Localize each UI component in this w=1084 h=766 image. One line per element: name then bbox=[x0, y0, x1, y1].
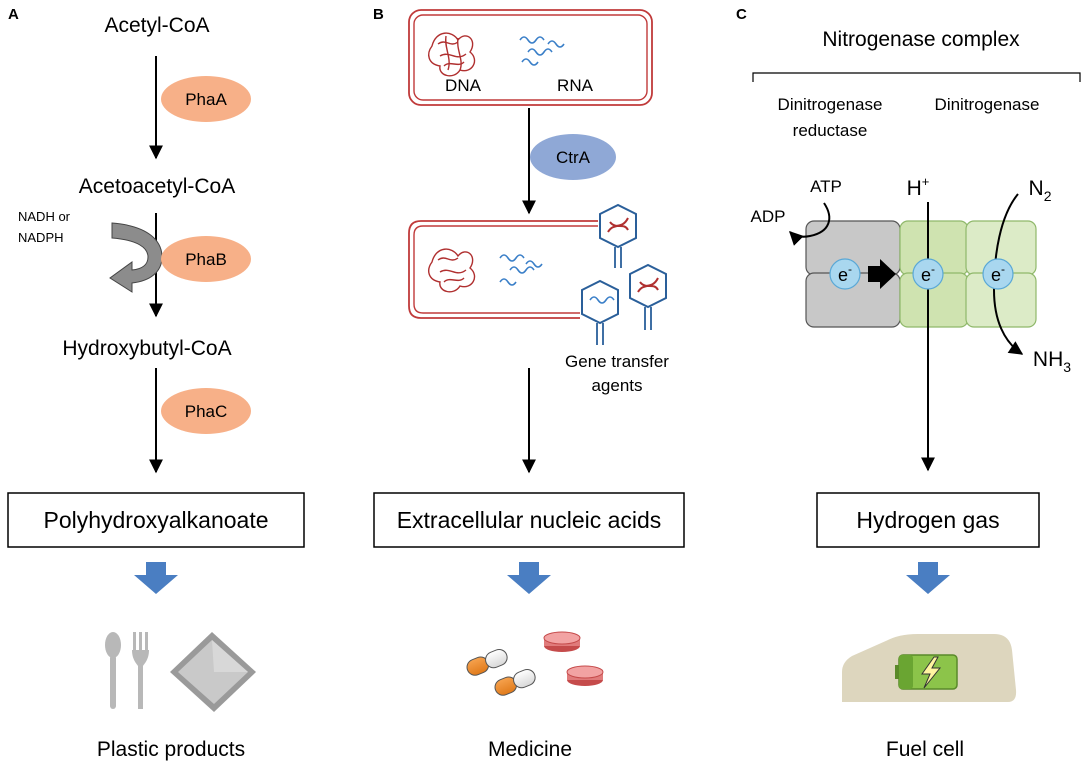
gta-particle-1 bbox=[599, 203, 637, 268]
product-box-a bbox=[7, 492, 305, 548]
gta-label-line1: Gene transfer bbox=[565, 352, 669, 371]
product-box-b bbox=[373, 492, 685, 548]
capsule-icon bbox=[466, 649, 508, 676]
nh3-label: NH3 bbox=[1033, 348, 1071, 375]
application-a-label: Plastic products bbox=[97, 738, 245, 761]
panel-c: C Nitrogenase complex Dinitrogenase redu… bbox=[736, 6, 1081, 761]
reductase-label-line2: reductase bbox=[793, 121, 868, 140]
cell-top-outer bbox=[408, 9, 653, 106]
nitrogenase-bracket bbox=[752, 72, 1081, 82]
result-arrow-c bbox=[906, 562, 950, 594]
h-plus-label: H+ bbox=[907, 174, 930, 200]
rna-icon bbox=[519, 36, 565, 66]
gta-particle-2 bbox=[581, 279, 619, 345]
panel-a: A Acetyl-CoA PhaA Acetoacetyl-CoA PhaB N… bbox=[7, 6, 305, 761]
fork-icon bbox=[132, 632, 149, 709]
electron-transfer-arrow bbox=[868, 259, 896, 289]
rna-label: RNA bbox=[557, 76, 594, 95]
gta-particle-3 bbox=[629, 263, 667, 330]
panel-c-label: C bbox=[736, 6, 747, 23]
adp-label: ADP bbox=[751, 207, 786, 226]
atp-label: ATP bbox=[810, 177, 842, 196]
cofactor-curved-arrow bbox=[109, 222, 163, 293]
application-c-label: Fuel cell bbox=[886, 738, 964, 761]
n2-label: N2 bbox=[1029, 177, 1052, 204]
enzyme-phac bbox=[161, 388, 251, 434]
result-arrow-a bbox=[134, 562, 178, 594]
rna-icon-2 bbox=[499, 254, 543, 286]
nitrogenase-title: Nitrogenase complex bbox=[822, 28, 1020, 51]
capsule-icon-2 bbox=[494, 669, 536, 696]
cell-bottom-inner bbox=[413, 225, 598, 314]
enzyme-phac-label: PhaC bbox=[185, 402, 228, 421]
compound-acetyl-coa: Acetyl-CoA bbox=[104, 14, 209, 37]
product-b-label: Extracellular nucleic acids bbox=[397, 507, 662, 533]
n2-nh3-arrow bbox=[992, 193, 1024, 355]
regulator-ctra bbox=[530, 134, 616, 180]
tablet-icon bbox=[543, 631, 581, 652]
svg-text:e-: e- bbox=[838, 262, 852, 285]
dna-label: DNA bbox=[445, 76, 482, 95]
panel-b: B DNA RNA CtrA bbox=[373, 6, 685, 761]
panel-b-label: B bbox=[373, 6, 384, 23]
reductase-label-line1: Dinitrogenase bbox=[778, 95, 883, 114]
electron-3: e- bbox=[982, 258, 1014, 290]
compound-hydroxybutyl-coa: Hydroxybutyl-CoA bbox=[62, 337, 231, 360]
svg-text:e-: e- bbox=[921, 262, 935, 285]
regulator-ctra-label: CtrA bbox=[556, 148, 591, 167]
product-c-label: Hydrogen gas bbox=[856, 507, 999, 533]
panel-a-label: A bbox=[8, 6, 19, 23]
enzyme-phab bbox=[161, 236, 251, 282]
application-b-label: Medicine bbox=[488, 738, 572, 761]
electron-2: e- bbox=[912, 258, 944, 290]
cell-top-inner bbox=[413, 14, 648, 101]
cell-bottom-outer bbox=[408, 220, 598, 319]
reductase-block bbox=[805, 220, 901, 328]
spoon-icon bbox=[105, 632, 121, 709]
lightning-icon bbox=[921, 656, 942, 689]
enzyme-phaa-label: PhaA bbox=[185, 90, 227, 109]
result-arrow-b bbox=[507, 562, 551, 594]
dna-icon bbox=[428, 32, 476, 77]
plastic-tray-icon bbox=[170, 632, 256, 712]
gta-label-line2: agents bbox=[591, 376, 642, 395]
product-a-label: Polyhydroxyalkanoate bbox=[43, 507, 268, 533]
dinitrogenase-label: Dinitrogenase bbox=[935, 95, 1040, 114]
dinitrogenase-block bbox=[899, 220, 1037, 328]
compound-acetoacetyl-coa: Acetoacetyl-CoA bbox=[79, 175, 235, 198]
product-box-c bbox=[816, 492, 1040, 548]
atp-adp-arrow bbox=[789, 202, 831, 246]
cofactor-label-line2: NADPH bbox=[18, 230, 64, 245]
cofactor-label-line1: NADH or bbox=[18, 209, 71, 224]
enzyme-phab-label: PhaB bbox=[185, 250, 227, 269]
dna-icon-2 bbox=[428, 248, 476, 293]
tablet-icon-2 bbox=[566, 665, 604, 686]
electron-1: e- bbox=[829, 258, 861, 290]
svg-text:e-: e- bbox=[991, 262, 1005, 285]
enzyme-phaa bbox=[161, 76, 251, 122]
